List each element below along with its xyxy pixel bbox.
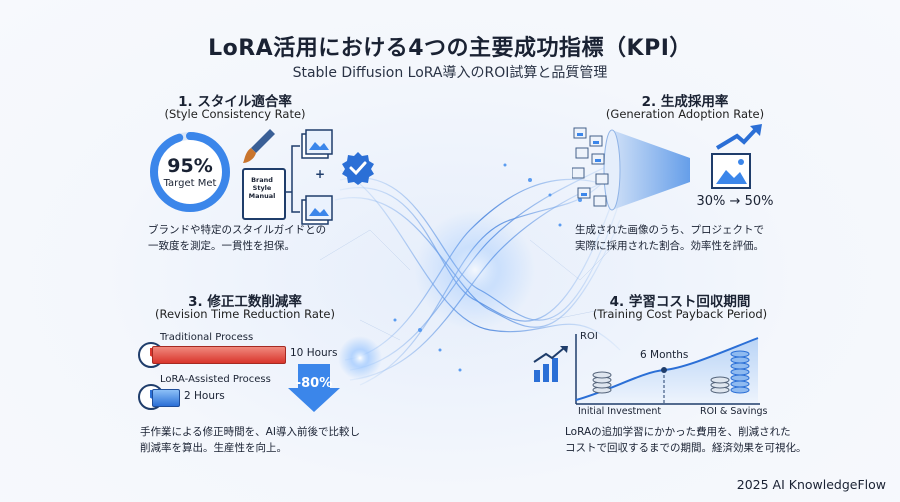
style-manual-label: Brand Style Manual (248, 176, 276, 200)
kpi1-image-outputs: + (284, 129, 333, 225)
kpi1-description-line2: 一致度を測定。一貫性を担保。 (148, 240, 295, 252)
kpi2-rate-change: 30% → 50% (696, 194, 774, 209)
kpi1-description-line1: ブランドや特定のスタイルガイドとの (148, 224, 327, 236)
kpi1-heading: 1. スタイル適合率 (178, 94, 292, 110)
growth-chart-icon (533, 346, 568, 382)
kpi1-gauge-value: 95% (167, 155, 213, 177)
kpi2-heading: 2. 生成採用率 (641, 94, 729, 110)
kpi3-lora-value: 2 Hours (184, 390, 225, 402)
kpi4-description-line2: コストで回収するまでの期間。経済効果を可視化。 (565, 442, 807, 454)
kpi3-traditional-label: Traditional Process (160, 332, 254, 343)
kpi3-lora-bar (152, 389, 180, 407)
kpi1-subheading: (Style Consistency Rate) (164, 107, 306, 121)
kpi4-description-line1: LoRAの追加学習にかかった費用を、削減された (565, 426, 791, 438)
kpi4-payback-chart (575, 334, 760, 405)
kpi3-traditional-bar (152, 346, 286, 364)
kpi2-subheading: (Generation Adoption Rate) (605, 107, 765, 121)
kpi3-lora-label: LoRA-Assisted Process (160, 374, 271, 385)
kpi2-funnel-illustration (572, 124, 762, 211)
kpi1-gauge-label: Target Met (163, 178, 217, 189)
central-flow-illustration (319, 159, 621, 386)
kpi4-subheading: (Training Cost Payback Period) (592, 307, 768, 321)
style-manual-book (242, 168, 286, 220)
kpi3-reduction-value: -80% (295, 376, 333, 391)
paintbrush-icon (243, 129, 275, 163)
kpi4-heading: 4. 学習コスト回収期間 (609, 294, 751, 310)
kpi1-gauge (150, 132, 230, 212)
kpi4-x-start-label: Initial Investment (578, 406, 662, 417)
kpi2-description-line1: 生成された画像のうち、プロジェクトで (575, 224, 764, 236)
down-arrow-icon (288, 364, 340, 412)
footer-credit: 2025 AI KnowledgeFlow (736, 477, 886, 492)
kpi4-x-end-label: ROI & Savings (700, 406, 768, 417)
kpi3-description-line2: 削減率を算出。生産性を向上。 (140, 442, 287, 454)
kpi2-description-line2: 実際に採用された割合。効率性を評価。 (575, 240, 764, 252)
verified-badge-icon (342, 152, 374, 185)
kpi4-y-axis-label: ROI (580, 331, 598, 342)
kpi3-traditional-value: 10 Hours (290, 347, 338, 359)
page-title: LoRA活用における4つの主要成功指標（KPI） (208, 36, 692, 61)
svg-text:+: + (315, 167, 325, 181)
page-subtitle: Stable Diffusion LoRA導入のROI試算と品質管理 (292, 65, 608, 81)
kpi3-heading: 3. 修正工数削減率 (188, 294, 302, 310)
kpi4-payback-label: 6 Months (640, 349, 689, 361)
kpi3-description-line1: 手作業による修正時間を、AI導入前後で比較し (140, 426, 360, 438)
kpi3-subheading: (Revision Time Reduction Rate) (154, 307, 335, 321)
